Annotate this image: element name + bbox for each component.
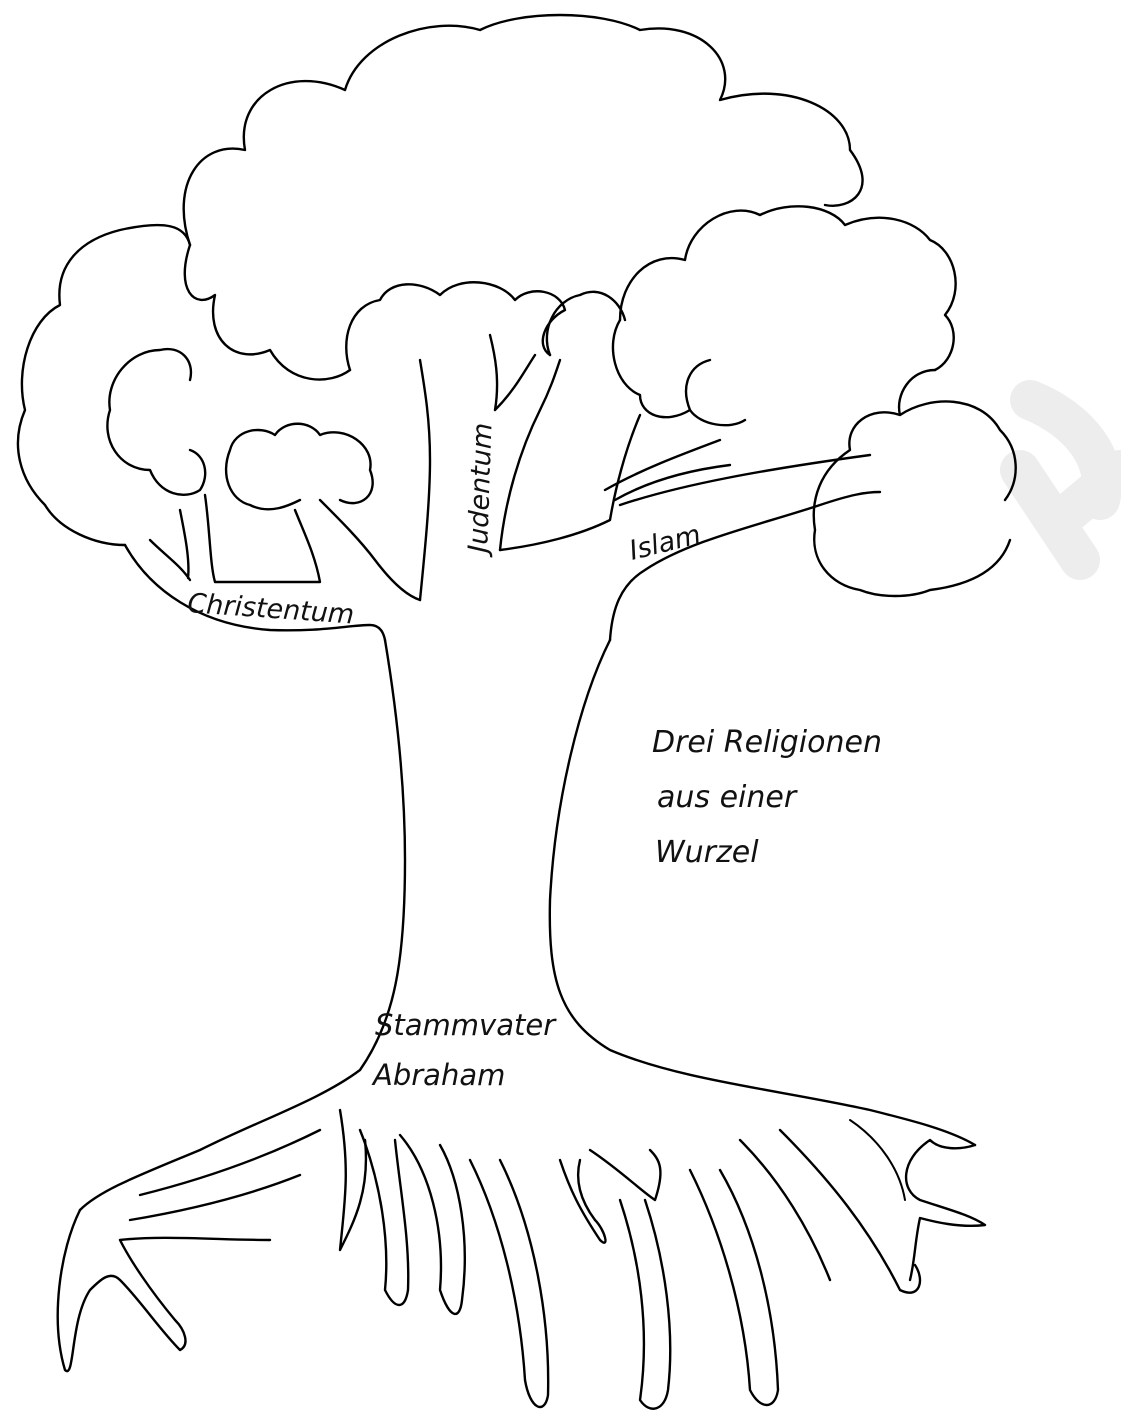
- crown-left-cloud: [18, 225, 190, 545]
- root-center-left-1: [340, 1110, 366, 1250]
- tree-crown: [18, 15, 1016, 596]
- caption-line-3: Wurzel: [655, 835, 759, 870]
- caption-line-2: aus einer: [657, 780, 798, 815]
- twig-judentum-1: [500, 360, 560, 550]
- caption-line-1: Drei Religionen: [652, 725, 882, 760]
- watermark: [1020, 400, 1120, 560]
- twig-judentum-3: [490, 335, 535, 410]
- root-center-left-3: [400, 1135, 465, 1314]
- label-stammvater: Stammvater: [375, 1008, 557, 1042]
- root-center: [470, 1160, 548, 1407]
- root-left-branch: [130, 1130, 320, 1220]
- crown-right-inner: [613, 320, 745, 425]
- crown-top-inner: [185, 245, 350, 380]
- branch-judentum: [420, 360, 430, 600]
- root-right-2: [740, 1130, 920, 1293]
- crown-farright-cloud: [814, 370, 1016, 596]
- label-abraham: Abraham: [371, 1058, 505, 1092]
- crown-left-inner: [107, 349, 205, 495]
- tree-roots: [58, 1110, 985, 1409]
- root-far-right: [906, 1140, 985, 1280]
- root-far-left: [58, 1210, 270, 1371]
- crown-center-cloud: [346, 282, 565, 370]
- crown-midleft-cloud: [226, 424, 373, 510]
- crown-right-cloud: [620, 206, 956, 370]
- root-center-right-2: [590, 1150, 660, 1200]
- twig-christentum-3: [320, 500, 420, 600]
- trunk-right-edge: [550, 640, 975, 1145]
- root-center-right-3: [620, 1200, 670, 1409]
- root-far-right-fork: [850, 1120, 905, 1200]
- label-judentum: Judentum: [463, 422, 499, 558]
- root-center-left-2: [360, 1130, 408, 1305]
- branch-islam: [610, 492, 880, 640]
- label-christentum: Christentum: [187, 588, 356, 631]
- trunk-left-edge: [80, 640, 405, 1210]
- twig-christentum-1: [150, 510, 190, 580]
- root-right-1: [690, 1170, 778, 1405]
- crown-top-cloud: [184, 15, 863, 245]
- root-center-right-1: [560, 1160, 605, 1243]
